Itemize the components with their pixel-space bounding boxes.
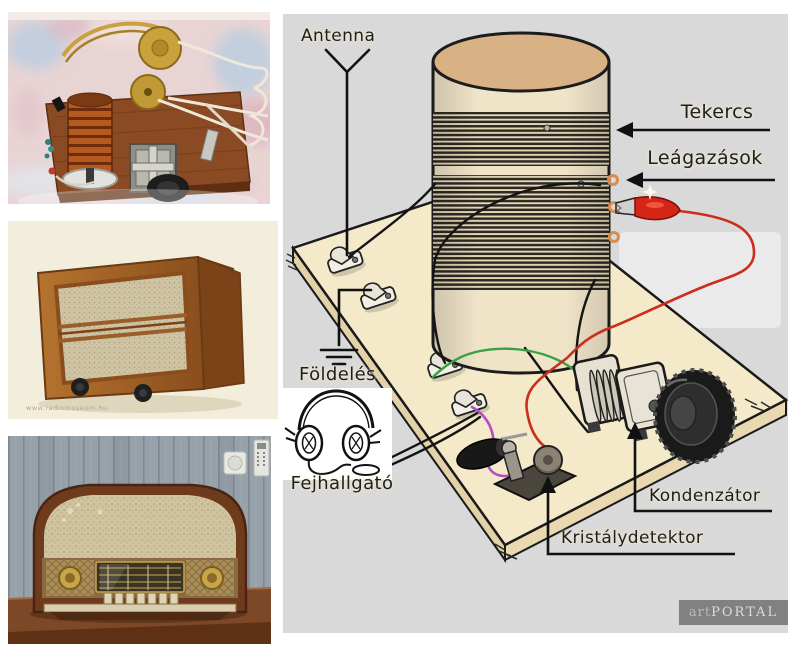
coil	[431, 31, 620, 375]
dial-window	[95, 561, 185, 593]
headphones-brass-band	[61, 21, 182, 110]
ground-clip	[360, 282, 399, 313]
ground-icon	[319, 288, 373, 366]
coil-arrow-icon	[616, 122, 770, 138]
capacitor-arrow-icon	[627, 422, 772, 513]
diagram-art	[283, 14, 788, 633]
headphone-cords	[157, 40, 269, 164]
headphones-label: Fejhallgató	[290, 473, 394, 494]
tube-radio-photo-art	[8, 436, 271, 644]
photo-tube-radio-table	[8, 436, 271, 644]
alligator-clip	[615, 184, 681, 221]
ground-label: Földelés	[299, 364, 376, 385]
small-components	[44, 96, 220, 187]
wall-switch	[223, 451, 247, 475]
tuning-knob	[653, 368, 737, 464]
taps-arrow-icon	[626, 172, 775, 188]
grille-marks	[62, 503, 103, 522]
crystal-detector-label: Kristálydetektor	[561, 528, 704, 548]
photo-watermark: www.radiomuseum.hu	[26, 404, 108, 412]
detector-arrow-icon	[540, 476, 735, 556]
photo-vintage-box-radio: www.radiomuseum.hu	[8, 221, 278, 419]
tube-radio	[32, 483, 248, 620]
antenna-clip	[327, 246, 366, 277]
watermark-suffix: PORTAL	[711, 605, 779, 620]
label-arrows	[540, 122, 775, 556]
wall-thermostat	[253, 439, 270, 477]
capacitor-label: Kondenzátor	[649, 486, 761, 506]
preset-buttons	[103, 592, 179, 605]
black-wires	[347, 182, 602, 470]
clip-4	[451, 389, 490, 420]
photo-crystal-radio-board	[8, 12, 270, 204]
grille-rails	[57, 313, 188, 343]
box-radio-photo-art	[8, 221, 278, 419]
sparkle	[642, 184, 658, 200]
copper-coil	[62, 92, 118, 190]
watermark-prefix: art	[688, 605, 712, 620]
red-wire	[525, 209, 756, 454]
green-wire	[431, 347, 587, 382]
antenna-icon	[324, 48, 371, 257]
antenna-label: Antenna	[301, 26, 376, 46]
end-grain	[285, 253, 772, 560]
coil-label: Tekercs	[680, 101, 754, 123]
crystal-radio-photo-art	[8, 12, 270, 204]
crystal-detector	[456, 432, 578, 502]
capacitor	[572, 353, 737, 464]
radio-cabinet	[36, 255, 245, 402]
variable-capacitor	[129, 143, 189, 202]
taps-label: Leágazások	[647, 147, 763, 169]
radio-grille	[44, 495, 236, 558]
crystal-radio-diagram: Antenna Tekercs Leágazások Földelés Fejh…	[283, 14, 788, 633]
headphones-sketch	[283, 388, 392, 480]
